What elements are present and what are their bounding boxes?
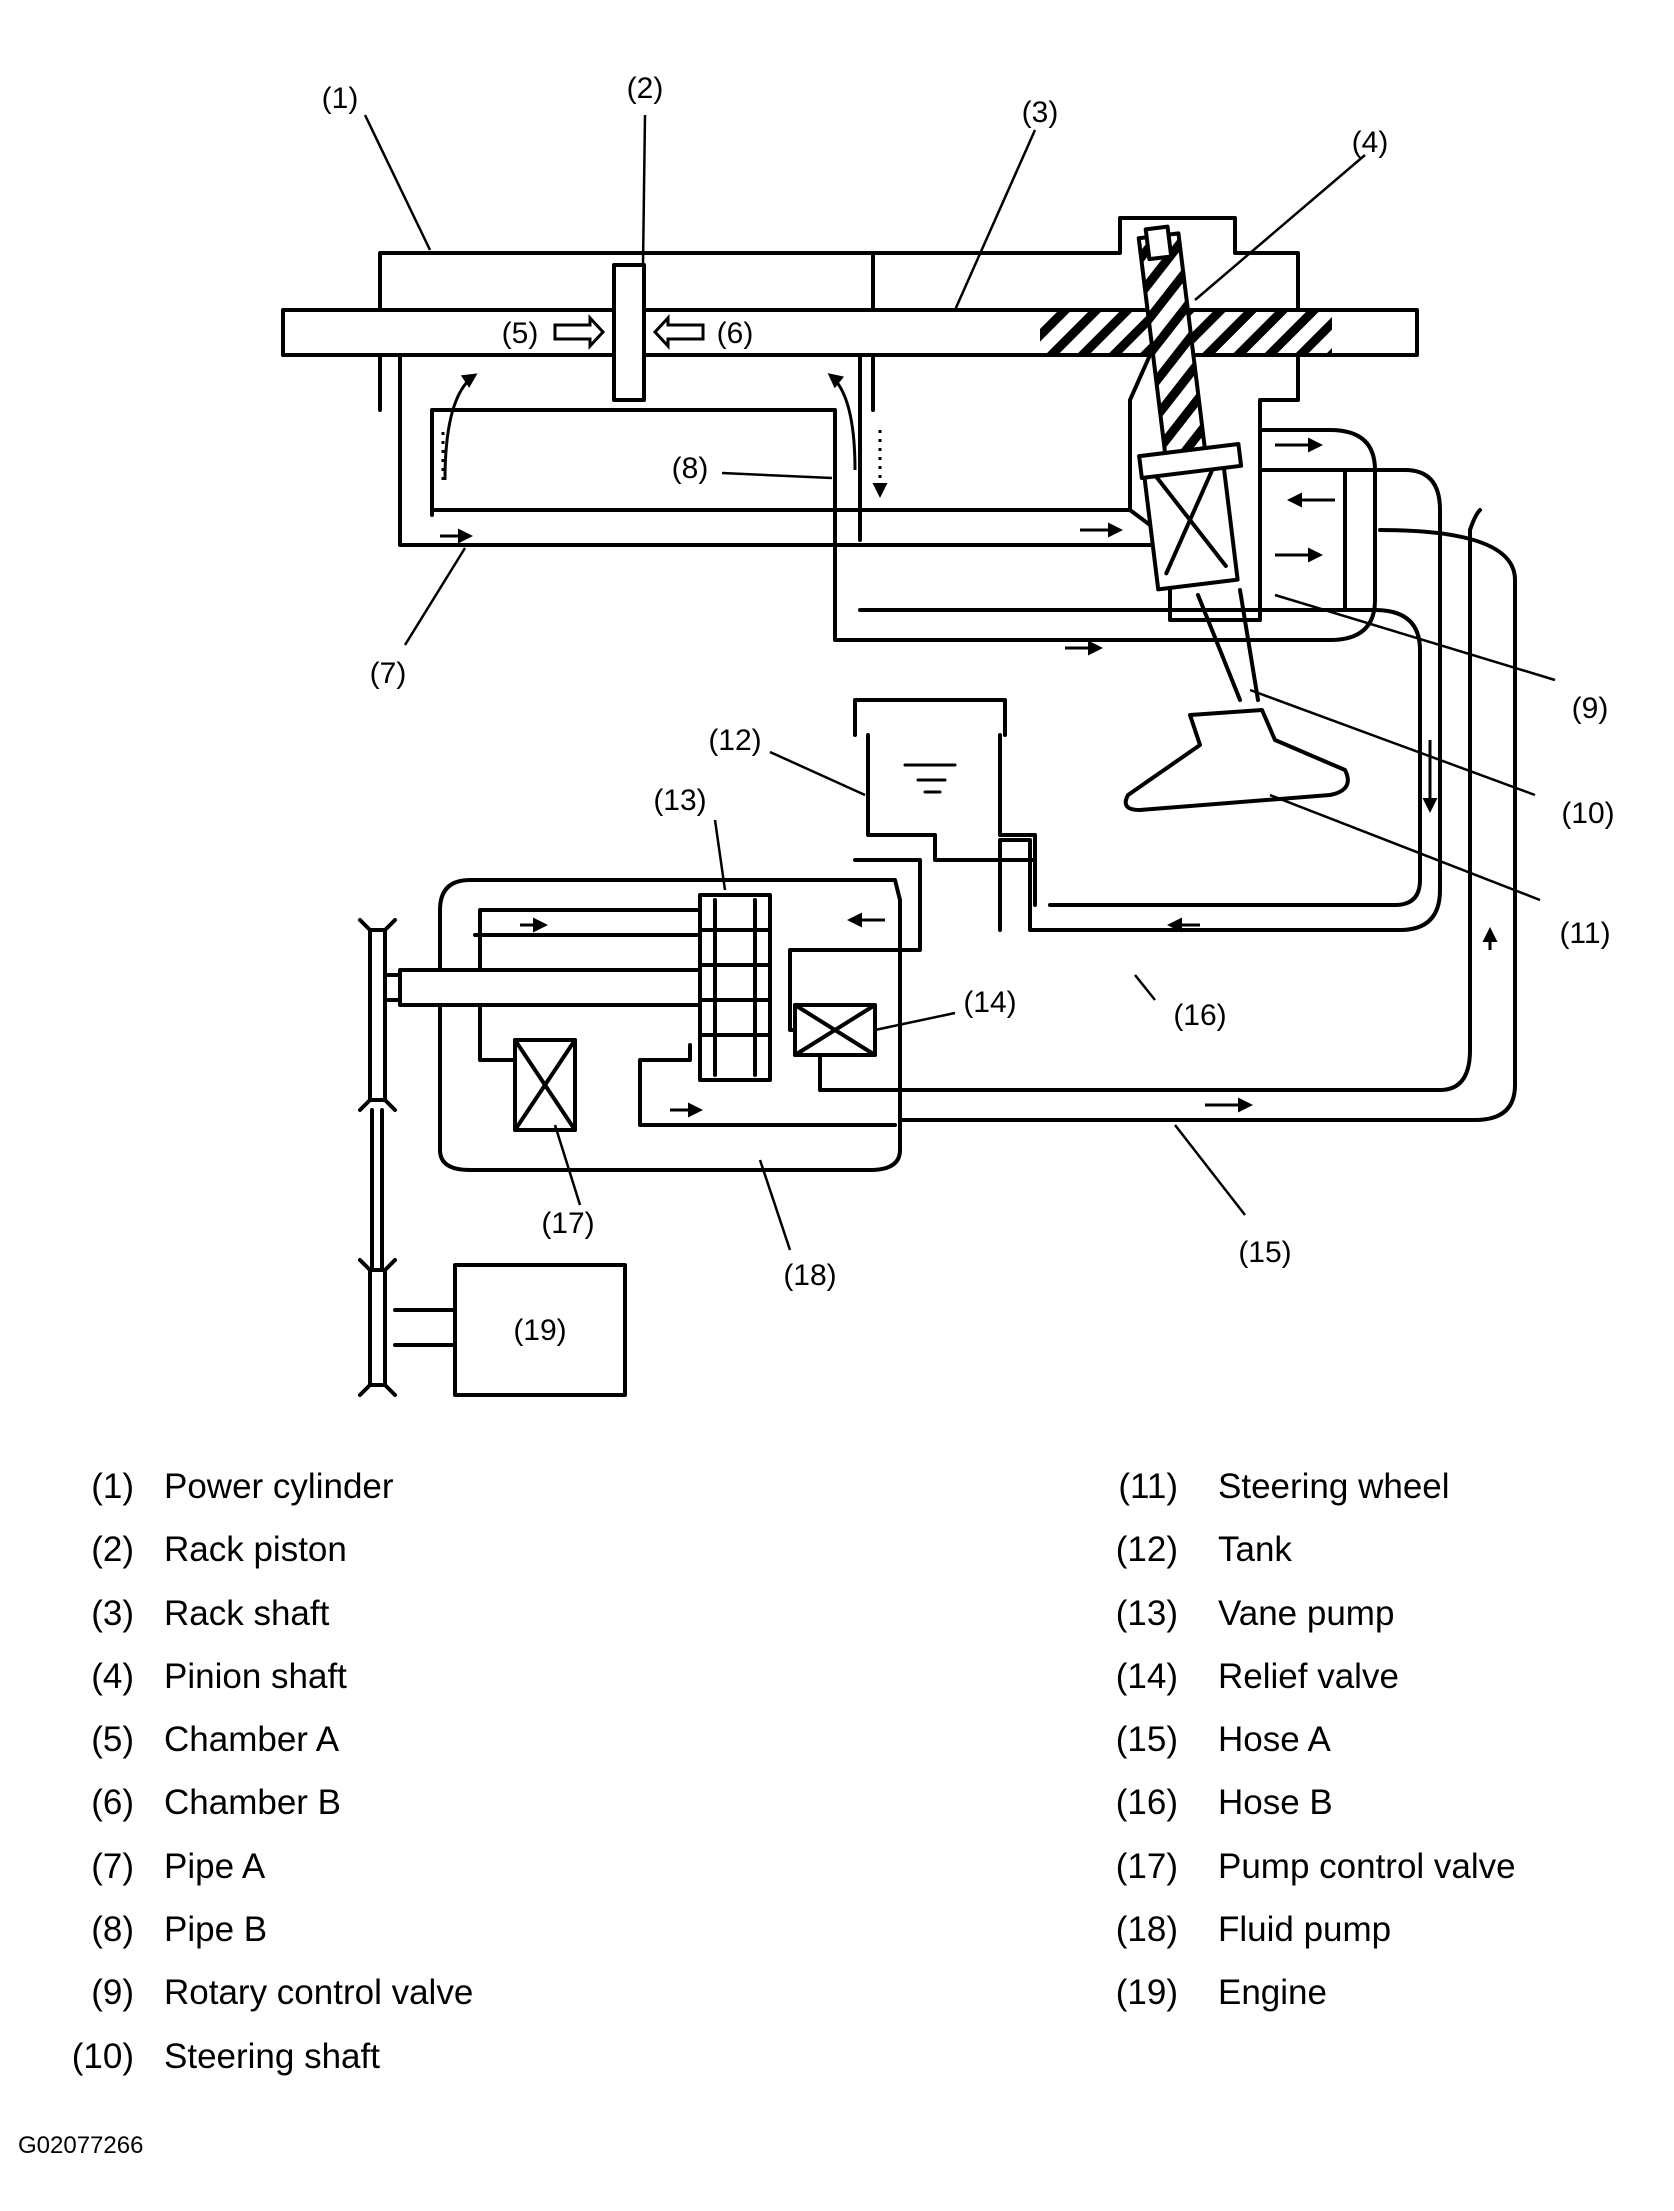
- legend-item: (11)Steering wheel: [1118, 1467, 1450, 1506]
- legend-item: (4)Pinion shaft: [91, 1656, 347, 1696]
- legend-left-column: (1)Power cylinder (2)Rack piston (3)Rack…: [30, 1455, 474, 2088]
- callout-10: (10): [1561, 797, 1614, 830]
- legend-label: Hose A: [1218, 1720, 1331, 1760]
- callout-8: (8): [672, 452, 709, 485]
- callout-17: (17): [541, 1207, 594, 1240]
- callout-5: (5): [502, 317, 539, 350]
- legend-label: Tank: [1218, 1530, 1292, 1570]
- callout-6: (6): [717, 317, 754, 350]
- legend-label: Rack shaft: [164, 1593, 330, 1633]
- callout-13: (13): [653, 784, 706, 817]
- legend-label: Rotary control valve: [164, 1973, 474, 2013]
- power-steering-diagram: (1) (2) (3) (4) (5) (6) (7) (8) (9) (10)…: [281, 72, 1615, 1397]
- callout-3: (3): [1022, 96, 1059, 129]
- legend-item: (2)Rack piston: [91, 1530, 347, 1570]
- legend-item: (17)Pump control valve: [1115, 1846, 1516, 1886]
- rack-piston: [612, 263, 646, 402]
- legend-item: (16)Hose B: [1115, 1783, 1333, 1823]
- steering-wheel: [1123, 708, 1350, 812]
- callout-18: (18): [783, 1259, 836, 1292]
- callout-14: (14): [963, 986, 1016, 1019]
- tank: [853, 698, 1037, 862]
- legend-label: Steering shaft: [164, 2036, 380, 2076]
- legend-label: Pinion shaft: [164, 1656, 347, 1696]
- callout-12: (12): [708, 724, 761, 757]
- legend-label: Pump control valve: [1218, 1846, 1516, 1886]
- legend-label: Chamber A: [164, 1720, 340, 1760]
- legend-item: (6)Chamber B: [91, 1783, 342, 1823]
- legend-label: Fluid pump: [1218, 1910, 1392, 1950]
- legend-label: Chamber B: [164, 1783, 342, 1823]
- legend-item: (12)Tank: [1115, 1530, 1292, 1570]
- legend-label: Pipe A: [164, 1846, 266, 1886]
- upper-pulley: [358, 918, 397, 1112]
- callout-15: (15): [1238, 1236, 1291, 1269]
- legend-item: (10)Steering shaft: [71, 2036, 380, 2076]
- legend-label: Hose B: [1218, 1783, 1333, 1823]
- legend-right-column: (11)Steering wheel (12)Tank (13)Vane pum…: [1098, 1455, 1516, 2025]
- callout-4: (4): [1352, 126, 1389, 159]
- callout-7: (7): [370, 657, 407, 690]
- legend-item: (8)Pipe B: [91, 1910, 268, 1950]
- legend-label: Power cylinder: [164, 1467, 394, 1506]
- pump-shaft: [398, 968, 702, 1007]
- legend-item: (9)Rotary control valve: [91, 1973, 474, 2013]
- engine: [453, 1263, 627, 1397]
- legend-item: (18)Fluid pump: [1115, 1910, 1392, 1950]
- legend-item: (7)Pipe A: [91, 1846, 266, 1886]
- legend-item: (15)Hose A: [1115, 1720, 1331, 1760]
- legend-item: (14)Relief valve: [1115, 1656, 1399, 1696]
- callout-11: (11): [1559, 917, 1610, 950]
- hose-a: [863, 508, 1517, 1122]
- vane-pump: [698, 893, 772, 1082]
- belt: [370, 1108, 384, 1272]
- legend-label: Vane pump: [1218, 1593, 1395, 1633]
- legend-item: (3)Rack shaft: [91, 1593, 330, 1633]
- steering-shaft: [1196, 588, 1260, 702]
- callout-2: (2): [627, 72, 664, 105]
- pipe-a: [398, 353, 1162, 547]
- callout-9: (9): [1572, 692, 1609, 725]
- legend-label: Relief valve: [1218, 1656, 1399, 1696]
- callout-1: (1): [322, 82, 359, 115]
- legend-item: (1)Power cylinder: [91, 1467, 394, 1506]
- legend-item: (13)Vane pump: [1115, 1593, 1395, 1633]
- callout-16: (16): [1173, 999, 1226, 1032]
- legend-label: Steering wheel: [1218, 1467, 1450, 1506]
- figure-code: G02077266: [18, 2132, 144, 2159]
- legend-label: Engine: [1218, 1973, 1327, 2013]
- callout-19: (19): [513, 1314, 566, 1347]
- legend-label: Rack piston: [164, 1530, 347, 1570]
- legend-label: Pipe B: [164, 1910, 268, 1950]
- lower-pulley: [358, 1258, 397, 1397]
- legend-item: (5)Chamber A: [91, 1720, 340, 1760]
- legend-item: (19)Engine: [1115, 1973, 1327, 2013]
